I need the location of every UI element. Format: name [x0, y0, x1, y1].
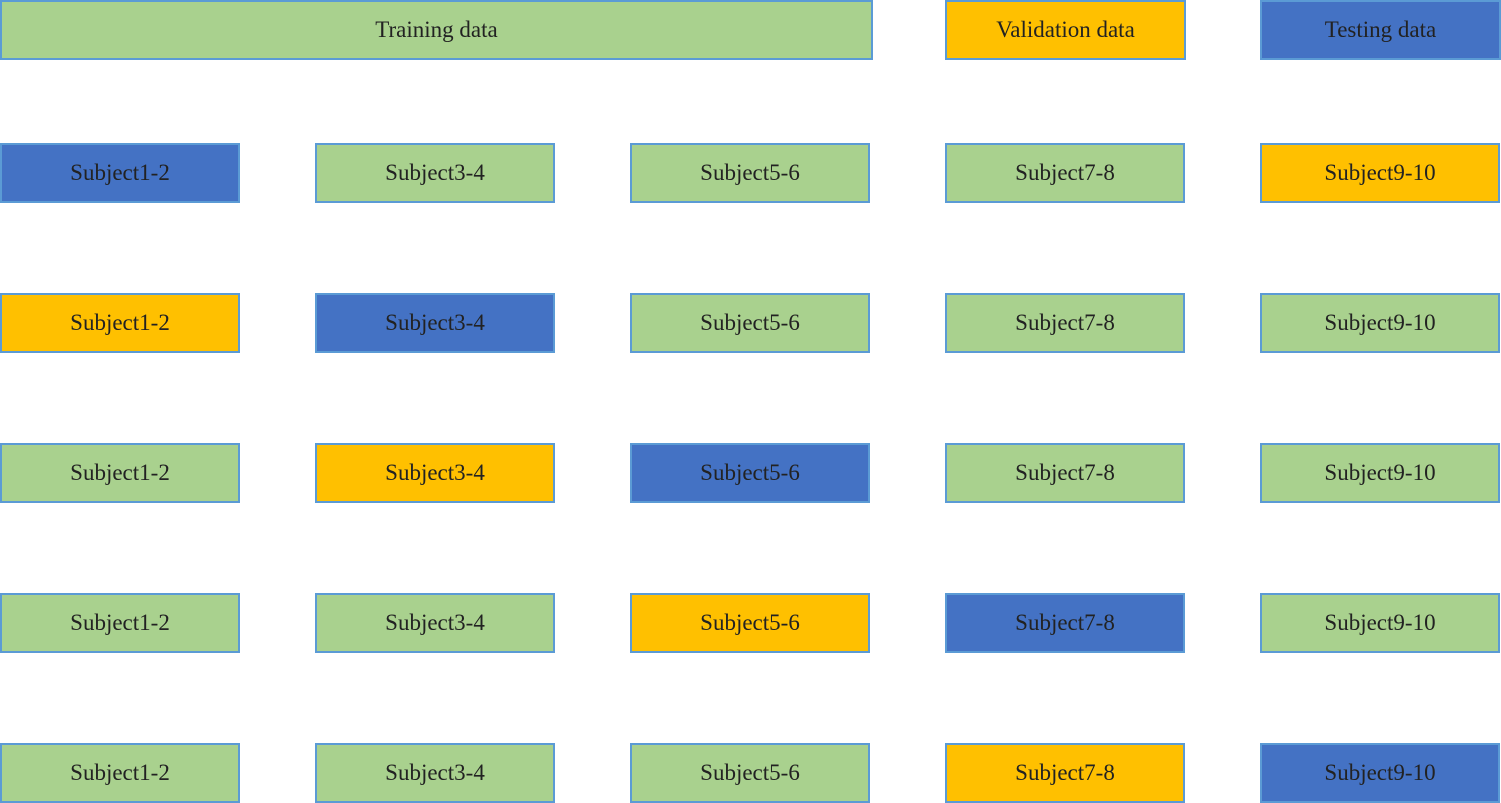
fold-5-subject-block-4-val: Subject7-8: [945, 743, 1185, 803]
subject-label: Subject5-6: [700, 760, 800, 785]
fold-1-subject-block-5-val: Subject9-10: [1260, 143, 1500, 203]
subject-label: Subject3-4: [385, 310, 485, 335]
legend-testing-label: Testing data: [1324, 17, 1437, 42]
subject-label: Subject3-4: [385, 160, 485, 185]
fold-5-subject-block-1-train: Subject1-2: [0, 743, 240, 803]
legend-validation-label: Validation data: [996, 17, 1135, 42]
fold-2-subject-block-5-train: Subject9-10: [1260, 293, 1500, 353]
fold-4-subject-block-2-train: Subject3-4: [315, 593, 555, 653]
fold-4-subject-block-4-test: Subject7-8: [945, 593, 1185, 653]
subject-label: Subject5-6: [700, 310, 800, 335]
subject-label: Subject9-10: [1324, 760, 1436, 785]
subject-label: Subject9-10: [1324, 160, 1436, 185]
subject-label: Subject9-10: [1324, 460, 1436, 485]
legend-training-data: Training data: [0, 0, 873, 60]
subject-label: Subject3-4: [385, 760, 485, 785]
legend-testing-data: Testing data: [1260, 0, 1501, 60]
subject-label: Subject7-8: [1015, 160, 1115, 185]
subject-label: Subject1-2: [70, 310, 170, 335]
fold-5-subject-block-5-test: Subject9-10: [1260, 743, 1500, 803]
subject-label: Subject1-2: [70, 760, 170, 785]
subject-label: Subject7-8: [1015, 760, 1115, 785]
fold-2-subject-block-2-test: Subject3-4: [315, 293, 555, 353]
subject-label: Subject9-10: [1324, 610, 1436, 635]
subject-label: Subject7-8: [1015, 460, 1115, 485]
subject-label: Subject1-2: [70, 610, 170, 635]
fold-2-subject-block-3-train: Subject5-6: [630, 293, 870, 353]
subject-label: Subject3-4: [385, 610, 485, 635]
fold-3-subject-block-4-train: Subject7-8: [945, 443, 1185, 503]
fold-3-subject-block-1-train: Subject1-2: [0, 443, 240, 503]
fold-5-subject-block-2-train: Subject3-4: [315, 743, 555, 803]
subject-label: Subject5-6: [700, 160, 800, 185]
fold-1-subject-block-2-train: Subject3-4: [315, 143, 555, 203]
fold-1-subject-block-4-train: Subject7-8: [945, 143, 1185, 203]
fold-2-subject-block-4-train: Subject7-8: [945, 293, 1185, 353]
fold-4-subject-block-5-train: Subject9-10: [1260, 593, 1500, 653]
legend-training-label: Training data: [375, 17, 498, 42]
fold-3-subject-block-3-test: Subject5-6: [630, 443, 870, 503]
fold-2-subject-block-1-val: Subject1-2: [0, 293, 240, 353]
fold-4-subject-block-1-train: Subject1-2: [0, 593, 240, 653]
fold-4-subject-block-3-val: Subject5-6: [630, 593, 870, 653]
subject-label: Subject9-10: [1324, 310, 1436, 335]
fold-1-subject-block-3-train: Subject5-6: [630, 143, 870, 203]
fold-5-subject-block-3-train: Subject5-6: [630, 743, 870, 803]
legend-validation-data: Validation data: [945, 0, 1186, 60]
subject-label: Subject7-8: [1015, 310, 1115, 335]
subject-label: Subject5-6: [700, 460, 800, 485]
subject-label: Subject1-2: [70, 460, 170, 485]
subject-label: Subject5-6: [700, 610, 800, 635]
fold-1-subject-block-1-test: Subject1-2: [0, 143, 240, 203]
subject-label: Subject7-8: [1015, 610, 1115, 635]
subject-label: Subject3-4: [385, 460, 485, 485]
fold-3-subject-block-2-val: Subject3-4: [315, 443, 555, 503]
subject-label: Subject1-2: [70, 160, 170, 185]
fold-3-subject-block-5-train: Subject9-10: [1260, 443, 1500, 503]
